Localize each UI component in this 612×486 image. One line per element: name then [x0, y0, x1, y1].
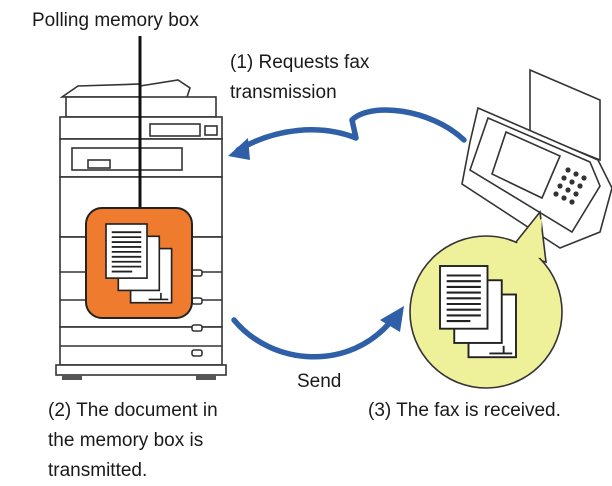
step3-label: (3) The fax is received.: [368, 400, 561, 421]
step2-label: (2) The document in the memory box is tr…: [48, 396, 218, 486]
received-bubble: [409, 210, 563, 389]
send-arrow: [231, 317, 395, 360]
send-arrowhead: [380, 306, 404, 332]
step1-line1: (1) Requests fax: [230, 52, 370, 73]
request-arrowhead: [228, 138, 250, 160]
fax-machine-icon: [461, 68, 612, 249]
step2-line3: transmitted.: [48, 460, 148, 481]
request-arrow: [235, 107, 467, 153]
step1-line2: transmission: [230, 82, 337, 103]
memory-box: [85, 207, 193, 319]
step2-line1: (2) The document in: [48, 400, 218, 421]
send-label: Send: [297, 371, 342, 392]
polling-memory-box-label: Polling memory box: [32, 10, 199, 31]
step2-line2: the memory box is: [48, 430, 204, 451]
step1-label: (1) Requests fax transmission: [230, 48, 369, 108]
